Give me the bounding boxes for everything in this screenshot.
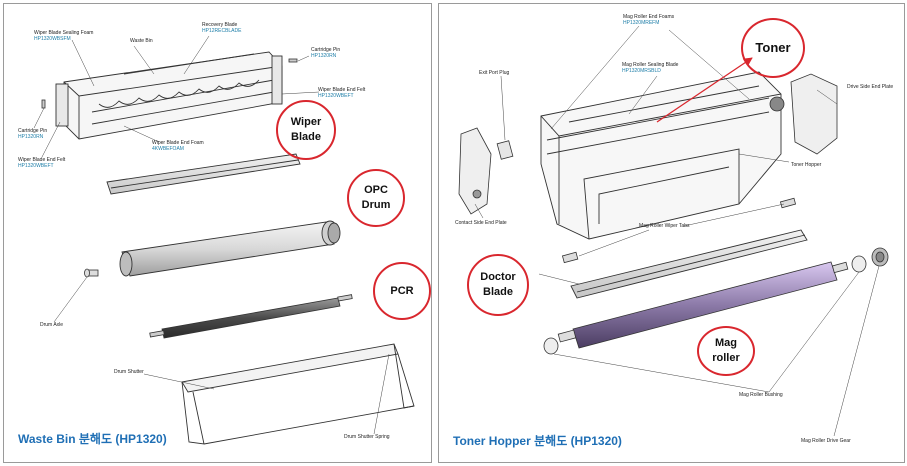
drum-shutter-spring-label: Drum Shutter Spring [344, 434, 390, 440]
toner-arrow [656, 57, 753, 123]
leader-lines-right [474, 25, 880, 437]
toner-hopper-label: Toner Hopper [791, 162, 822, 168]
drum-shutter-part [181, 343, 415, 445]
drive-side-end-plate-part [769, 73, 838, 155]
mag-roller-bushing-part [543, 255, 867, 355]
mag-roller-wiper-tabs-label: Mag Roller Wiper Tabs [639, 223, 690, 229]
doctor-blade-part [570, 229, 808, 299]
mag-roller-wiper-tabs-part [561, 197, 797, 264]
cartridge-pin-left [41, 99, 46, 109]
cartridge-pin-right [288, 58, 298, 63]
exit-port-plug-part [496, 140, 514, 160]
drive-side-end-plate-label: Drive Side End Plate [847, 84, 894, 90]
mag-roller-drive-gear-part [871, 247, 889, 267]
opc-drum-part [119, 220, 341, 277]
waste-bin-diagram [33, 35, 415, 445]
waste-bin-caption: Waste Bin 분해도 (HP1320) [18, 432, 167, 446]
wiper-blade-part [106, 153, 301, 195]
contact-side-end-plate-part [458, 127, 492, 215]
waste-bin-label: Waste Bin [130, 38, 153, 44]
contact-side-end-plate-label: Contact Side End Plate [455, 220, 507, 226]
mag-roller-bushing-label: Mag Roller Bushing [739, 392, 783, 398]
exit-port-plug-label: Exit Port Plug [479, 70, 510, 76]
drum-axle-part [84, 268, 99, 278]
leader-lines [33, 35, 390, 435]
drum-axle-label: Drum Axle [40, 322, 64, 328]
toner-hopper-part [540, 71, 782, 240]
toner-callout: Toner [741, 18, 805, 78]
toner-hopper-diagram [458, 25, 889, 437]
drum-shutter-label: Drum Shutter [114, 369, 144, 375]
toner-hopper-caption: Toner Hopper 분해도 (HP1320) [453, 434, 622, 448]
pcr-callout: PCR [373, 262, 431, 320]
pcr-part [149, 294, 353, 339]
waste-bin-part [55, 51, 283, 140]
mag-roller-part [557, 261, 849, 349]
mag-roller-drive-gear-label: Mag Roller Drive Gear [801, 438, 851, 444]
